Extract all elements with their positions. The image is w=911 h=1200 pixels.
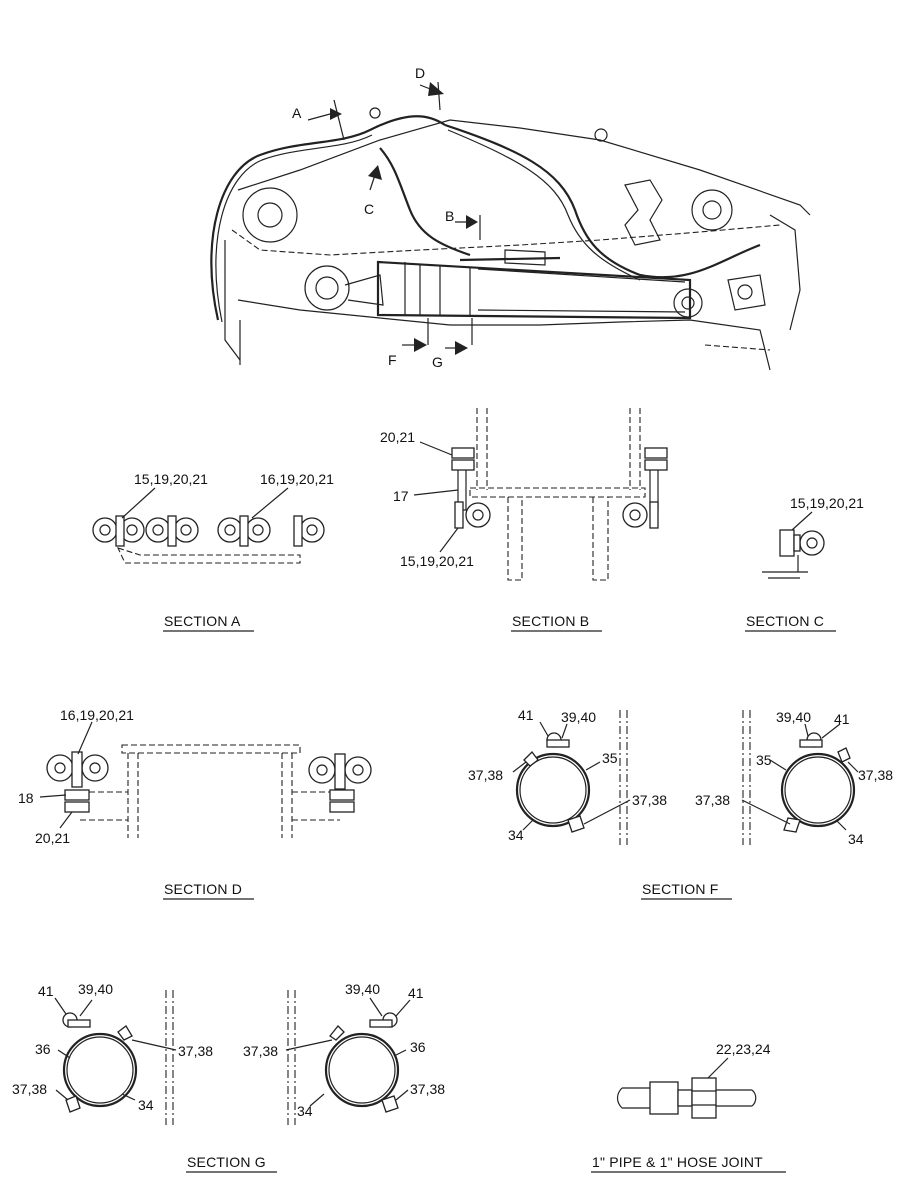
- section-c-caption: SECTION C: [746, 613, 824, 629]
- callout-15-19-20-21-c: 15,19,20,21: [790, 495, 864, 511]
- callout-39-40-g-left: 39,40: [78, 981, 113, 997]
- section-d-caption: SECTION D: [164, 881, 242, 897]
- callout-35-f-left: 35: [602, 750, 618, 766]
- hose-joint: 22,23,24 1" PIPE & 1" HOSE JOINT: [591, 1041, 786, 1173]
- section-f: 41 39,40 37,38 35 37,38 34 39,40 41 35 3…: [468, 707, 893, 900]
- view-label-a: A: [292, 105, 302, 121]
- callout-34-f-right: 34: [848, 831, 864, 847]
- callout-17: 17: [393, 488, 409, 504]
- section-c: 15,19,20,21 SECTION C: [745, 495, 864, 632]
- clamp-pair-3: [217, 515, 271, 547]
- callout-37-38-f-right-a: 37,38: [858, 767, 893, 783]
- callout-37-38-f-left-a: 37,38: [468, 767, 503, 783]
- callout-22-23-24: 22,23,24: [716, 1041, 771, 1057]
- view-label-f: F: [388, 352, 397, 368]
- callout-37-38-g-right-a: 37,38: [243, 1043, 278, 1059]
- callout-36-g-right: 36: [410, 1039, 426, 1055]
- view-label-d: D: [415, 65, 425, 81]
- clamp-pair-4: [293, 515, 325, 547]
- callout-37-38-g-right-b: 37,38: [410, 1081, 445, 1097]
- callout-39-40-f-left: 39,40: [561, 709, 596, 725]
- view-label-b: B: [445, 208, 454, 224]
- section-g-caption: SECTION G: [187, 1154, 266, 1170]
- callout-16-19-20-21: 16,19,20,21: [260, 471, 334, 487]
- callout-15-19-20-21-b: 15,19,20,21: [400, 553, 474, 569]
- hose-joint-caption: 1" PIPE & 1" HOSE JOINT: [592, 1154, 763, 1170]
- callout-37-38-g-left-a: 37,38: [178, 1043, 213, 1059]
- callout-37-38-f-right-b: 37,38: [695, 792, 730, 808]
- callout-15-19-20-21: 15,19,20,21: [134, 471, 208, 487]
- callout-34-f-left: 34: [508, 827, 524, 843]
- view-label-g: G: [432, 354, 443, 370]
- section-g: 41 39,40 36 37,38 37,38 34 39,40 41 37,3…: [12, 981, 445, 1173]
- callout-20-21-d: 20,21: [35, 830, 70, 846]
- callout-18: 18: [18, 790, 34, 806]
- clamp-pair-2: [145, 515, 199, 547]
- section-b: 20,21 17 15,19,20,21 SECTION B: [380, 408, 668, 632]
- view-label-c: C: [364, 201, 374, 217]
- callout-20-21: 20,21: [380, 429, 415, 445]
- callout-37-38-g-left-b: 37,38: [12, 1081, 47, 1097]
- main-assembly-view: A D C B F G: [210, 65, 811, 371]
- callout-41-f-right: 41: [834, 711, 850, 727]
- callout-34-g-right: 34: [297, 1103, 313, 1119]
- section-b-caption: SECTION B: [512, 613, 589, 629]
- clamp-pair-1: [92, 515, 145, 547]
- section-f-caption: SECTION F: [642, 881, 718, 897]
- callout-41-g-left: 41: [38, 983, 54, 999]
- section-a: 15,19,20,21 16,19,20,21 SECTION A: [92, 471, 334, 632]
- callout-41-f-left: 41: [518, 707, 534, 723]
- section-d: 16,19,20,21 18 20,21 SECTION D: [18, 707, 372, 900]
- callout-16-19-20-21-d: 16,19,20,21: [60, 707, 134, 723]
- callout-39-40-g-right: 39,40: [345, 981, 380, 997]
- callout-36-g-left: 36: [35, 1041, 51, 1057]
- callout-35-f-right: 35: [756, 752, 772, 768]
- callout-41-g-right: 41: [408, 985, 424, 1001]
- section-a-caption: SECTION A: [164, 613, 241, 629]
- callout-39-40-f-right: 39,40: [776, 709, 811, 725]
- callout-37-38-f-left-b: 37,38: [632, 792, 667, 808]
- callout-34-g-left: 34: [138, 1097, 154, 1113]
